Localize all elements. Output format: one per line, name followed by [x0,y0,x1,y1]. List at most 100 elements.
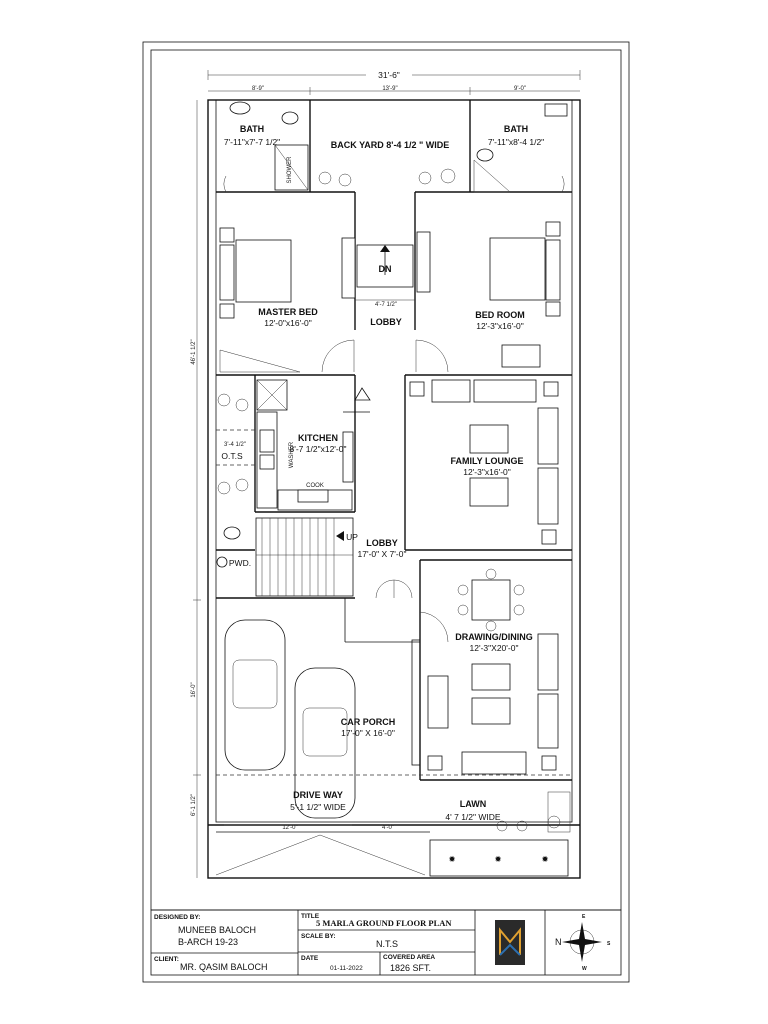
kitchen-size: 8'-7 1/2"x12'-0" [289,444,346,454]
car-icon [224,619,286,771]
sofa-icon [537,407,559,465]
client-label: CLIENT: [154,956,179,963]
drive-way-name: DRIVE WAY [293,790,343,800]
left-dimension-3: 6'-1 1/2" [191,794,197,816]
sofa-icon [461,751,527,775]
sofa-icon [501,344,541,368]
center-table-icon [471,697,511,725]
side-table-icon [427,755,443,771]
car-icon [294,667,356,819]
top-dimension-1: 8'-9" [252,86,264,92]
side-table-icon [545,221,561,237]
drawing-dining-name: DRAWING/DINING [455,632,533,642]
planter-box [429,839,569,877]
sofa-icon [427,675,449,729]
family-lounge-size: 12'-3"x16'-0" [463,467,511,477]
lower-lobby-name: LOBBY [366,538,398,548]
plant-icon [547,815,561,829]
side-table-icon [219,227,235,243]
sink-icon [259,429,275,453]
bath-right-name: BATH [504,124,528,134]
headboard-icon [219,244,235,301]
master-bedroom: MASTER BED 12'-0"x16'-0" [219,227,356,373]
sofa-icon [537,467,559,525]
main-door-right [393,579,413,599]
lower-lobby: UP LOBBY 17'-0" X 7'-0" [255,517,449,643]
overall-dimension: 31'-6" [207,68,581,80]
bedroom-name: BED ROOM [475,310,525,320]
side-table-icon [219,303,235,319]
side-table-icon [543,381,559,397]
gate-swing [215,834,426,876]
designed-by-label: DESIGNED BY: [154,914,200,921]
compass-n: N [555,937,562,947]
bath-right: BATH 7'-11"x8'-4 1/2" [473,103,568,193]
toilet-icon [281,111,299,125]
washer-label: WASHER [289,441,295,468]
lower-lobby-size: 17'-0" X 7'-0" [358,549,407,559]
drawing-door [419,611,449,643]
interior-walls [216,100,572,781]
stair-down-label: DN [379,264,392,274]
left-dimension-1: 46'-1 1/2" [191,339,197,364]
plant-icon: ✹ [448,854,456,864]
client-name: MR. QASIM BALOCH [180,962,268,972]
family-lounge: FAMILY LOUNGE 12'-3"x16'-0" [409,379,559,545]
bottom-dimension-2: 4'-0" [382,825,394,831]
wardrobe-icon [341,237,356,299]
kitchen: WASHER COOK KITCHEN 8'-7 1/2"x12'-0" [256,379,354,511]
front-gate: 12'-0" 4'-0" ✹ ✹ ✹ [215,824,569,877]
toilet-icon [476,148,494,162]
drive-way-size: 5'-1 1/2" WIDE [290,802,346,812]
bath-left-size: 7'-11"x7'-7 1/2" [224,137,280,147]
stair-treads [256,518,353,596]
bath-left-door [223,175,227,193]
ots-dimension: 3'-4 1/2" [224,442,246,448]
top-chain-dimension: 8'-9" 13'-9" 9'-0" [208,86,580,95]
stove-icon [297,489,329,503]
compass-e: E [582,914,586,920]
cook-label: COOK [306,483,324,489]
scale-value: N.T.S [376,939,398,949]
compass-s: S [607,941,611,947]
bedroom: BED ROOM 12'-3"x16'-0" [416,221,561,368]
kitchen-cabinet [342,431,354,483]
covered-area-label: COVERED AREA [383,954,435,961]
sheet-outer-border [142,41,630,983]
ots-label: O.T.S [221,451,243,461]
left-dimension-2: 16'-0" [191,682,197,697]
center-table-icon [471,663,511,691]
sofa-icon [431,379,471,403]
car-porch: CAR PORCH 17'-0" X 16'-0" DRIVE WAY 5'-1… [216,619,572,819]
date-value: 01-11-2022 [330,965,363,972]
powder-room: PWD. [216,526,251,568]
drawing-title: 5 MARLA GROUND FLOOR PLAN [316,918,452,928]
title-label: TITLE [301,913,320,920]
shower-area [274,144,309,191]
side-table-icon [409,381,425,397]
overall-dimension-text: 31'-6" [378,70,400,80]
main-door-left [375,579,395,599]
counter [256,411,278,509]
plant-icon: ✹ [494,854,502,864]
plant-icon [318,168,456,187]
sofa-icon [537,633,559,691]
car-porch-name: CAR PORCH [341,717,396,727]
family-lounge-name: FAMILY LOUNGE [450,456,523,466]
stair-up-label: UP [346,532,358,542]
washbasin-icon [216,556,228,568]
stair-arrow-icon [343,387,371,413]
car-porch-size: 17'-0" X 16'-0" [341,728,395,738]
drawing-wall-unit [411,639,421,766]
shower-label: SHOWER [287,156,293,184]
logo-icon [495,920,525,965]
upper-lobby: DN 4'-7 1/2" LOBBY [321,244,449,413]
fridge-icon [256,379,288,411]
ots: 3'-4 1/2" O.T.S [216,393,255,495]
master-bed-name: MASTER BED [258,307,318,317]
plant-icon [516,820,528,832]
bath-left-name: BATH [240,124,264,134]
date-label: DATE [301,955,319,962]
lawn-name: LAWN [460,799,487,809]
